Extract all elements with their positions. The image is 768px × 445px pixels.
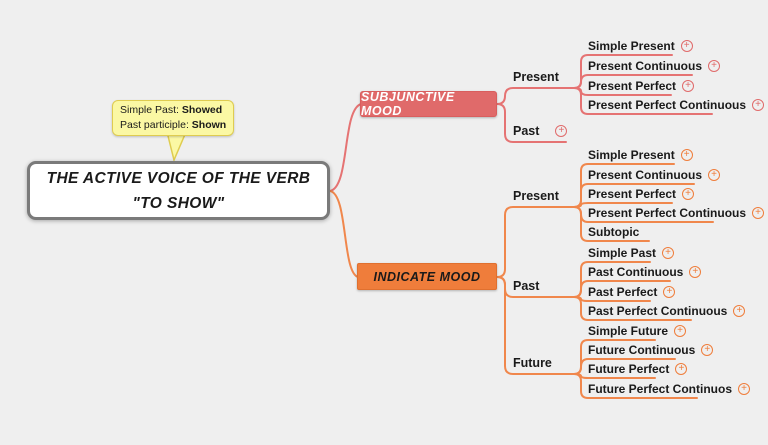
expand-plus-icon[interactable]: +: [701, 344, 714, 356]
expand-plus-icon[interactable]: +: [752, 99, 765, 111]
expand-plus-icon[interactable]: +: [708, 169, 721, 181]
expand-plus-icon[interactable]: +: [733, 305, 746, 317]
subtopic-subjunctive-present[interactable]: Present: [513, 70, 559, 84]
leaf-subj-present-continuous[interactable]: Present Continuous +: [588, 59, 721, 73]
leaf-subj-present-perfect-continuous[interactable]: Present Perfect Continuous +: [588, 98, 765, 112]
leaf-label: Present Perfect: [588, 187, 677, 201]
expand-plus-icon[interactable]: +: [675, 363, 688, 375]
edge-central-indicate: [329, 190, 359, 278]
edge-subj-present: [496, 87, 577, 105]
note-callout[interactable]: Simple Past: Showed Past participle: Sho…: [112, 100, 235, 136]
leaf-ind-subtopic[interactable]: Subtopic: [588, 225, 639, 239]
leaf-ind-present-continuous[interactable]: Present Continuous +: [588, 168, 721, 182]
expand-plus-icon[interactable]: +: [682, 80, 695, 92]
central-topic[interactable]: THE ACTIVE VOICE OF THE VERB "TO SHOW": [27, 161, 330, 220]
expand-plus-icon[interactable]: +: [680, 149, 693, 161]
central-topic-line-2: "TO SHOW": [132, 194, 225, 212]
leaf-label: Past Perfect: [588, 285, 658, 299]
edge-leaf: [573, 206, 650, 242]
edge-leaf: [573, 280, 671, 298]
edge-leaf: [573, 87, 713, 115]
leaf-ind-future-perfect[interactable]: Future Perfect +: [588, 362, 688, 376]
leaf-ind-present-perfect[interactable]: Present Perfect +: [588, 187, 695, 201]
leaf-label: Subtopic: [588, 225, 640, 239]
leaf-label: Future Continuous: [588, 343, 696, 357]
expand-plus-icon[interactable]: +: [752, 207, 765, 219]
callout-tail: [166, 131, 188, 163]
subtopic-label: Past: [513, 124, 540, 138]
subtopic-indicate-past[interactable]: Past: [513, 279, 540, 293]
leaf-label: Future Perfect Continuos: [588, 382, 733, 396]
leaf-label: Present Continuous: [588, 59, 703, 73]
expand-plus-icon[interactable]: +: [689, 266, 702, 278]
leaf-label: Past Continuous: [588, 265, 684, 279]
edge-leaf: [573, 296, 692, 321]
leaf-ind-past-continuous[interactable]: Past Continuous +: [588, 265, 702, 279]
callout-label: Simple Past:: [120, 104, 182, 116]
leaf-label: Present Continuous: [588, 168, 703, 182]
edge-ind-present: [496, 206, 577, 278]
expand-plus-icon[interactable]: +: [663, 286, 676, 298]
subtopic-indicate-present[interactable]: Present: [513, 189, 559, 203]
leaf-ind-future-continuous[interactable]: Future Continuous +: [588, 343, 714, 357]
expand-plus-icon[interactable]: +: [738, 383, 751, 395]
expand-plus-icon[interactable]: +: [682, 188, 695, 200]
leaf-ind-simple-future[interactable]: Simple Future +: [588, 324, 687, 338]
leaf-ind-simple-present[interactable]: Simple Present +: [588, 148, 693, 162]
expand-plus-icon[interactable]: +: [680, 40, 693, 52]
leaf-ind-simple-past[interactable]: Simple Past +: [588, 246, 675, 260]
expand-plus-icon[interactable]: +: [662, 247, 675, 259]
leaf-label: Future Perfect: [588, 362, 670, 376]
central-topic-line-1: THE ACTIVE VOICE OF THE VERB: [46, 169, 311, 187]
subtopic-subjunctive-past[interactable]: Past +: [513, 124, 568, 138]
leaf-label: Simple Future: [588, 324, 669, 338]
edge-central-subjunctive: [329, 103, 362, 192]
leaf-subj-present-perfect[interactable]: Present Perfect +: [588, 79, 695, 93]
leaf-ind-past-perfect[interactable]: Past Perfect +: [588, 285, 676, 299]
leaf-subj-simple-present[interactable]: Simple Present +: [588, 39, 693, 53]
expand-plus-icon[interactable]: +: [555, 125, 568, 137]
leaf-label: Present Perfect Continuous: [588, 206, 747, 220]
leaf-label: Simple Present: [588, 148, 675, 162]
callout-value: Shown: [191, 119, 227, 131]
leaf-label: Simple Present: [588, 39, 675, 53]
leaf-label: Past Perfect Continuous: [588, 304, 728, 318]
callout-line-1: Simple Past: Showed: [120, 103, 226, 118]
expand-plus-icon[interactable]: +: [708, 60, 721, 72]
expand-plus-icon[interactable]: +: [674, 325, 687, 337]
callout-label: Past participle:: [120, 119, 192, 131]
leaf-label: Present Perfect Continuous: [588, 98, 747, 112]
leaf-ind-present-perfect-continuous[interactable]: Present Perfect Continuous +: [588, 206, 765, 220]
edge-leaf: [573, 373, 698, 399]
leaf-ind-future-perfect-continuos[interactable]: Future Perfect Continuos +: [588, 382, 751, 396]
subtopic-indicate-future[interactable]: Future: [513, 356, 552, 370]
edge-ind-future: [496, 276, 577, 375]
edge-subj-past: [496, 103, 567, 143]
leaf-label: Present Perfect: [588, 79, 677, 93]
branch-subjunctive-mood[interactable]: SUBJUNCTIVE MOOD: [360, 90, 497, 118]
callout-line-2: Past participle: Shown: [120, 118, 226, 133]
callout-value: Showed: [181, 104, 223, 116]
leaf-label: Simple Past: [588, 246, 657, 260]
leaf-ind-past-perfect-continuous[interactable]: Past Perfect Continuous +: [588, 304, 746, 318]
branch-indicate-mood[interactable]: INDICATE MOOD: [357, 263, 497, 290]
